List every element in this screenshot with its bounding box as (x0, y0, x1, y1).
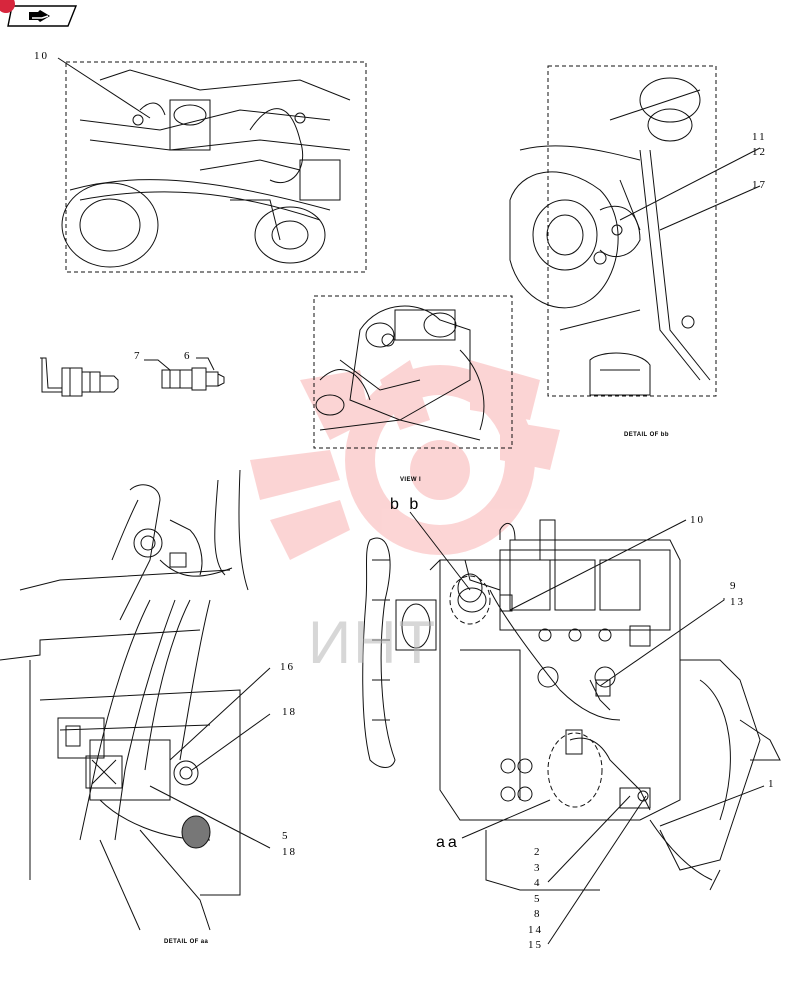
callout-1[interactable]: 1 (768, 778, 776, 790)
leader-10-top (57, 57, 151, 119)
caption-detail-bb: DETAIL OF bb (624, 432, 669, 438)
caption-detail-aa: DETAIL OF aa (164, 939, 209, 945)
leader-17 (659, 185, 761, 231)
leader-18 (191, 713, 271, 771)
callout-9[interactable]: 9 (730, 580, 738, 592)
callout-18[interactable]: 18 (282, 706, 297, 718)
detail-tag-bb[interactable]: b b (390, 496, 422, 513)
detail-tag-aa[interactable]: aa (436, 834, 460, 851)
notification-badge (0, 0, 15, 13)
callout-14[interactable]: 14 (528, 924, 543, 936)
callout-16[interactable]: 16 (280, 661, 295, 673)
callout-4[interactable]: 4 (534, 877, 542, 889)
leader-6 (196, 357, 215, 371)
leader-4 (547, 795, 631, 883)
watermark-text: ИНТ (308, 609, 438, 676)
watermark-logo (250, 360, 560, 560)
callout-10-top[interactable]: 10 (34, 50, 49, 62)
callout-15[interactable]: 15 (528, 939, 543, 951)
leader-1 (659, 785, 765, 827)
callout-17[interactable]: 17 (752, 179, 767, 191)
callout-5[interactable]: 5 (534, 893, 542, 905)
callout-7[interactable]: 7 (134, 350, 142, 362)
callout-11[interactable]: 11 (752, 131, 767, 143)
arrow-right-icon (28, 8, 54, 24)
callout-12[interactable]: 12 (752, 146, 767, 158)
leader-aa (461, 799, 551, 839)
sensor-part-assembly (40, 357, 119, 397)
callout-3[interactable]: 3 (534, 862, 542, 874)
detail-aa-drawing (0, 469, 249, 931)
engine-detail-top-right (509, 65, 717, 397)
leader-9-13 (599, 598, 725, 687)
next-page-button[interactable] (0, 0, 78, 28)
main-engine-view (362, 519, 781, 891)
callout-6[interactable]: 6 (184, 350, 192, 362)
leader-5-18 (149, 785, 271, 849)
leader-15 (547, 795, 647, 945)
caption-view-i: VIEW I (400, 477, 422, 483)
sensor-part-single (161, 367, 225, 391)
callout-5-left[interactable]: 5 (282, 830, 290, 842)
leader-7 (144, 359, 171, 371)
leader-12 (619, 147, 761, 221)
callout-10-main[interactable]: 10 (690, 514, 705, 526)
view-i-detail (313, 295, 513, 449)
callout-13[interactable]: 13 (730, 596, 745, 608)
callout-18-left[interactable]: 18 (282, 846, 297, 858)
leader-bb (409, 511, 471, 591)
leader-16 (169, 667, 271, 761)
leader-10-main (509, 519, 687, 611)
callout-8[interactable]: 8 (534, 908, 542, 920)
callout-2[interactable]: 2 (534, 846, 542, 858)
engine-detail-top-left (61, 61, 367, 273)
